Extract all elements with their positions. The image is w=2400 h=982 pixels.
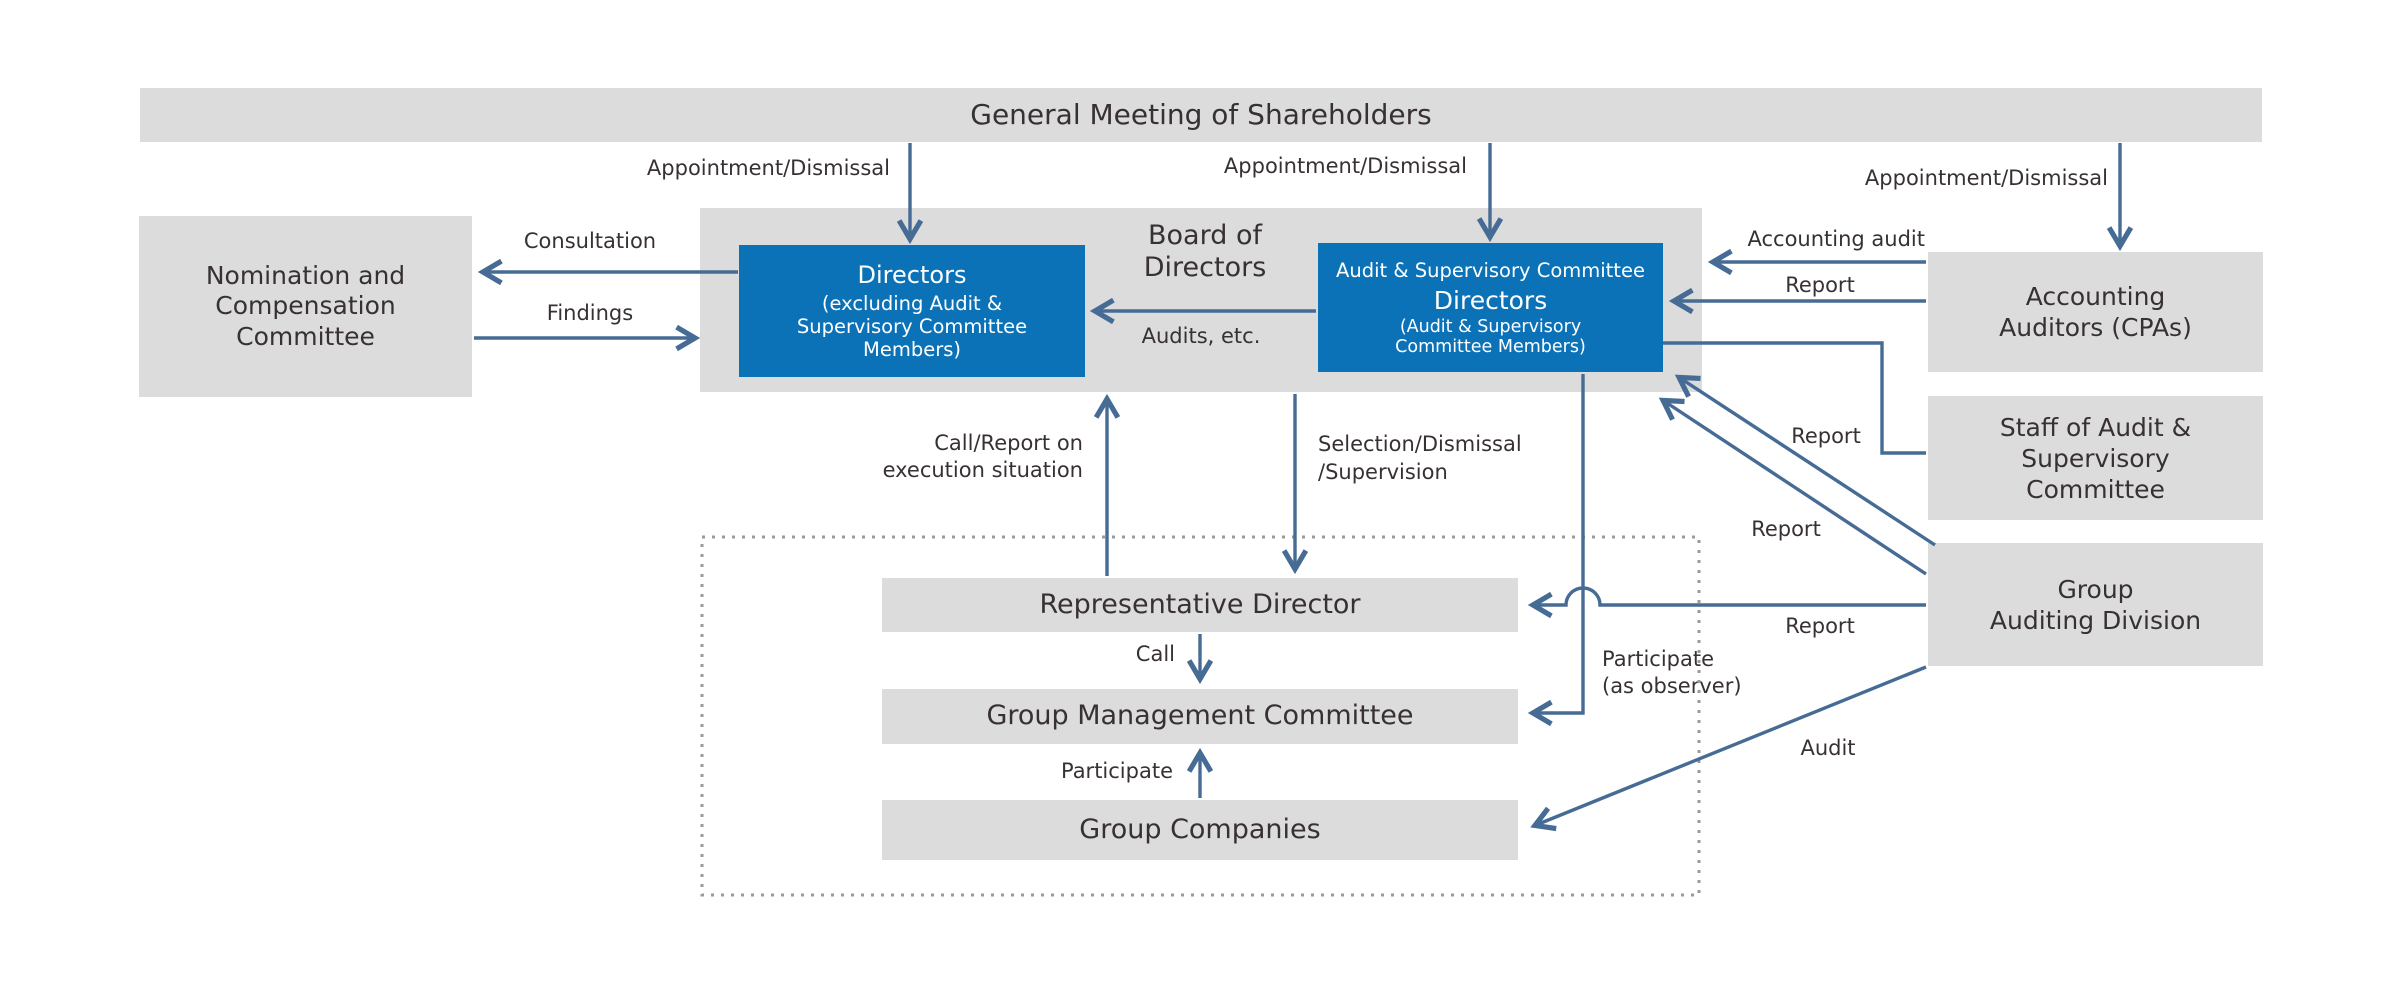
node-sub-line: (Audit & Supervisory bbox=[1399, 316, 1582, 337]
node-group-auditing-division: Group Auditing Division bbox=[1928, 543, 2263, 666]
edge-label-audits-etc: Audits, etc. bbox=[1141, 324, 1261, 348]
edge-label-appointment-dismissal-right: Appointment/Dismissal bbox=[1864, 166, 2108, 190]
node-sub-line: Committee Members) bbox=[1395, 336, 1586, 357]
node-label-line: Compensation bbox=[215, 291, 396, 321]
node-group-management-committee: Group Management Committee bbox=[882, 689, 1518, 744]
board-title-line: Board of bbox=[1148, 220, 1262, 251]
node-title: Directors bbox=[1433, 285, 1548, 315]
node-label: Group Management Committee bbox=[986, 700, 1414, 732]
node-label-line: Nomination and bbox=[205, 260, 406, 290]
edge-label-report-diagonal-lower: Report bbox=[1751, 517, 1821, 541]
edge-label-selection-dismissal-supervision: Selection/Dismissal /Supervision bbox=[1318, 430, 1608, 486]
edge-label-line: Call/Report on bbox=[934, 431, 1083, 455]
node-label-line: Supervisory bbox=[2021, 443, 2170, 473]
node-representative-director: Representative Director bbox=[882, 578, 1518, 632]
node-group-companies: Group Companies bbox=[882, 800, 1518, 860]
edge-label-participate-as-observer: Participate (as observer) bbox=[1600, 645, 1774, 701]
edge-label-accounting-audit: Accounting audit bbox=[1747, 227, 1925, 251]
node-label: General Meeting of Shareholders bbox=[970, 97, 1432, 131]
edge-label-appointment-dismissal-left: Appointment/Dismissal bbox=[646, 156, 890, 180]
edge-participate-as-observer bbox=[1527, 374, 1585, 727]
node-directors-excluding-audit-committee: Directors (excluding Audit & Supervisory… bbox=[739, 245, 1085, 377]
edge-label-participate: Participate bbox=[1060, 759, 1173, 783]
edge-report-to-representative bbox=[1527, 586, 1926, 619]
node-label-line: Auditing Division bbox=[1989, 605, 2202, 635]
edge-label-line: /Supervision bbox=[1318, 460, 1448, 484]
edge-label-call-report-execution: Call/Report on execution situation bbox=[783, 430, 1083, 484]
edge-label-line: (as observer) bbox=[1602, 674, 1742, 698]
node-label-line: Committee bbox=[236, 321, 375, 351]
node-label-line: Group bbox=[2057, 574, 2134, 604]
edge-label-call: Call bbox=[1135, 642, 1175, 666]
board-title-line: Directors bbox=[1143, 252, 1267, 283]
node-label-line: Accounting bbox=[2025, 282, 2166, 311]
node-general-meeting-of-shareholders: General Meeting of Shareholders bbox=[140, 88, 2262, 142]
node-label-line: Auditors (CPAs) bbox=[1999, 313, 2192, 342]
node-heading: Audit & Supervisory Committee bbox=[1336, 258, 1645, 282]
node-sub-line: Members) bbox=[863, 338, 961, 361]
edge-label-line: execution situation bbox=[882, 458, 1083, 482]
edge-label-appointment-dismissal-center: Appointment/Dismissal bbox=[1223, 154, 1467, 178]
node-label-line: Staff of Audit & bbox=[1999, 412, 2192, 442]
node-sub-line: Supervisory Committee bbox=[796, 315, 1028, 338]
edge-label-consultation: Consultation bbox=[523, 229, 657, 253]
node-accounting-auditors: Accounting Auditors (CPAs) bbox=[1928, 252, 2263, 372]
node-sub-line: (excluding Audit & bbox=[821, 292, 1003, 315]
node-label-line: Committee bbox=[2026, 474, 2165, 504]
edge-label-report-to-representative: Report bbox=[1785, 614, 1855, 638]
edge-label-line: Participate bbox=[1602, 647, 1715, 671]
edge-label-report-diagonal-upper: Report bbox=[1791, 424, 1861, 448]
node-label: Group Companies bbox=[1079, 813, 1321, 845]
node-nomination-and-compensation-committee: Nomination and Compensation Committee bbox=[139, 216, 472, 397]
edge-label-report-from-accounting: Report bbox=[1785, 273, 1855, 297]
edge-label-line: Selection/Dismissal bbox=[1318, 432, 1522, 456]
node-label: Representative Director bbox=[1039, 588, 1361, 620]
edge-label-findings: Findings bbox=[546, 301, 634, 325]
edge-label-audit: Audit bbox=[1800, 736, 1856, 760]
node-staff-of-audit-supervisory-committee: Staff of Audit & Supervisory Committee bbox=[1928, 396, 2263, 520]
node-audit-supervisory-committee-directors: Audit & Supervisory Committee Directors … bbox=[1318, 243, 1663, 372]
board-of-directors-title: Board of Directors bbox=[1095, 220, 1315, 284]
node-title: Directors bbox=[857, 261, 967, 289]
